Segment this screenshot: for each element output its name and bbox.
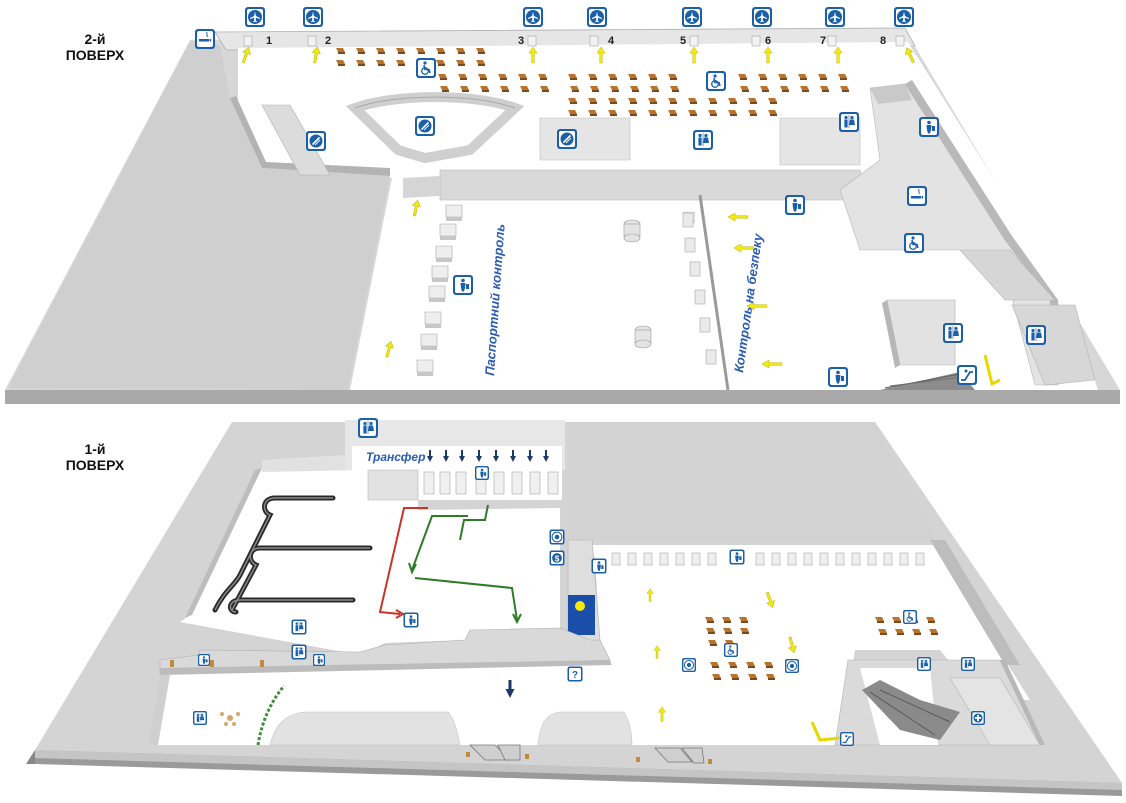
escalator-floor-1: [862, 680, 960, 740]
upper-wall: [439, 169, 869, 201]
police-icon: [785, 195, 805, 215]
baggage-hall: [180, 466, 560, 655]
restaurant-icon: [305, 130, 327, 152]
floor-1-label-number: 1-й: [84, 441, 106, 457]
route-green: [408, 504, 522, 625]
toilets-icon: [193, 711, 207, 725]
escalator-icon: [956, 364, 978, 386]
right-wing: [839, 83, 1059, 386]
airplane-icon: [894, 7, 914, 27]
fountain: [220, 712, 240, 726]
disabled-access-icon: [902, 609, 918, 625]
right-block: [568, 422, 935, 540]
floor-1-label-word: ПОВЕРХ: [65, 457, 125, 473]
police-icon: [591, 558, 607, 574]
no-smoking-icon: [906, 185, 928, 207]
airplane-icon: [682, 7, 702, 27]
gate-3[interactable]: 3: [518, 7, 543, 47]
floor-1-label: 1-й ПОВЕРХ: [50, 441, 140, 473]
gate-5[interactable]: 5: [680, 7, 702, 47]
disabled-access-icon: [415, 57, 437, 79]
columns: [623, 219, 652, 349]
floor-2-label: 2-й ПОВЕРХ: [50, 31, 140, 63]
toilets-icon: [839, 112, 859, 132]
entrance-doors: [469, 744, 705, 764]
facade: [35, 750, 1122, 790]
gate-number: 6: [765, 35, 771, 47]
security-divider: [698, 194, 730, 391]
arrivals-flow-arrows: [646, 588, 841, 742]
gate-number: 2: [325, 35, 331, 47]
gate-2[interactable]: 2: [303, 7, 331, 47]
police-icon: [729, 549, 745, 565]
toilets-icon: [917, 657, 931, 671]
police-icon: [403, 612, 419, 628]
toilets-icon: [291, 619, 307, 635]
disabled-access-icon: [705, 70, 727, 92]
no-smoking-icon: [194, 28, 216, 50]
toilets-icon: [961, 657, 975, 671]
toilets-icon: [358, 418, 378, 438]
police-icon: [453, 275, 473, 295]
floor-1: Трансфер: [26, 418, 1122, 796]
transfer-label: Трансфер: [366, 450, 425, 464]
gate-piers: [243, 35, 905, 47]
baggage-icon: [919, 117, 939, 137]
gate-number: 1: [266, 35, 272, 47]
airplane-icon: [523, 7, 543, 27]
check-in-counters: [611, 552, 925, 566]
gate-number: 4: [608, 35, 615, 47]
currency-exchange-icon: [784, 658, 800, 674]
disabled-access-icon: [723, 642, 739, 658]
passenger-flow-arrows: [382, 199, 1001, 387]
toilets-icon: [1026, 325, 1046, 345]
toilets-icon: [943, 323, 963, 343]
gate-number: 3: [518, 35, 524, 47]
airplane-icon: [752, 7, 772, 27]
floor-2-label-number: 2-й: [84, 31, 106, 47]
gate-6[interactable]: 6: [752, 7, 772, 47]
transfer-booths: [423, 471, 559, 495]
floor-2: 1 2 3 4 5 6 7 8: [5, 7, 1120, 404]
plants: [256, 685, 286, 746]
escalator-icon: [839, 731, 855, 747]
currency-exchange-icon: [681, 657, 697, 673]
restaurant-icon: [556, 128, 578, 150]
gate-number: 7: [820, 35, 826, 47]
security-scanners: [682, 211, 717, 365]
baggage-claim-icon: [313, 654, 325, 666]
currency-exchange-icon: [548, 528, 566, 546]
route-red: [378, 507, 428, 619]
gate-number: 5: [680, 35, 686, 47]
toilets-icon: [693, 130, 713, 150]
restaurant-icon: [414, 115, 436, 137]
gate-number: 8: [880, 35, 886, 47]
baggage-claim-icon: [198, 654, 210, 666]
gate-1[interactable]: 1: [245, 7, 272, 47]
police-icon: [828, 367, 848, 387]
first-aid-icon: [971, 711, 985, 725]
information-icon: [567, 666, 583, 682]
airplane-icon: [303, 7, 323, 27]
gate-7[interactable]: 7: [820, 7, 845, 47]
floor-2-label-word: ПОВЕРХ: [65, 47, 125, 63]
airplane-icon: [245, 7, 265, 27]
floor-2-slab-edge: [5, 390, 1120, 404]
airplane-icon: [587, 7, 607, 27]
airplane-icon: [825, 7, 845, 27]
atm-icon: [549, 550, 565, 566]
toilets-icon: [291, 644, 307, 660]
arrivals-hall: [592, 545, 1030, 745]
gate-8[interactable]: 8: [880, 7, 914, 47]
left-block: [8, 42, 390, 390]
disabled-access-icon: [903, 232, 925, 254]
police-icon: [475, 466, 489, 480]
exchange-booth: [568, 595, 595, 635]
gate-4[interactable]: 4: [587, 7, 615, 47]
